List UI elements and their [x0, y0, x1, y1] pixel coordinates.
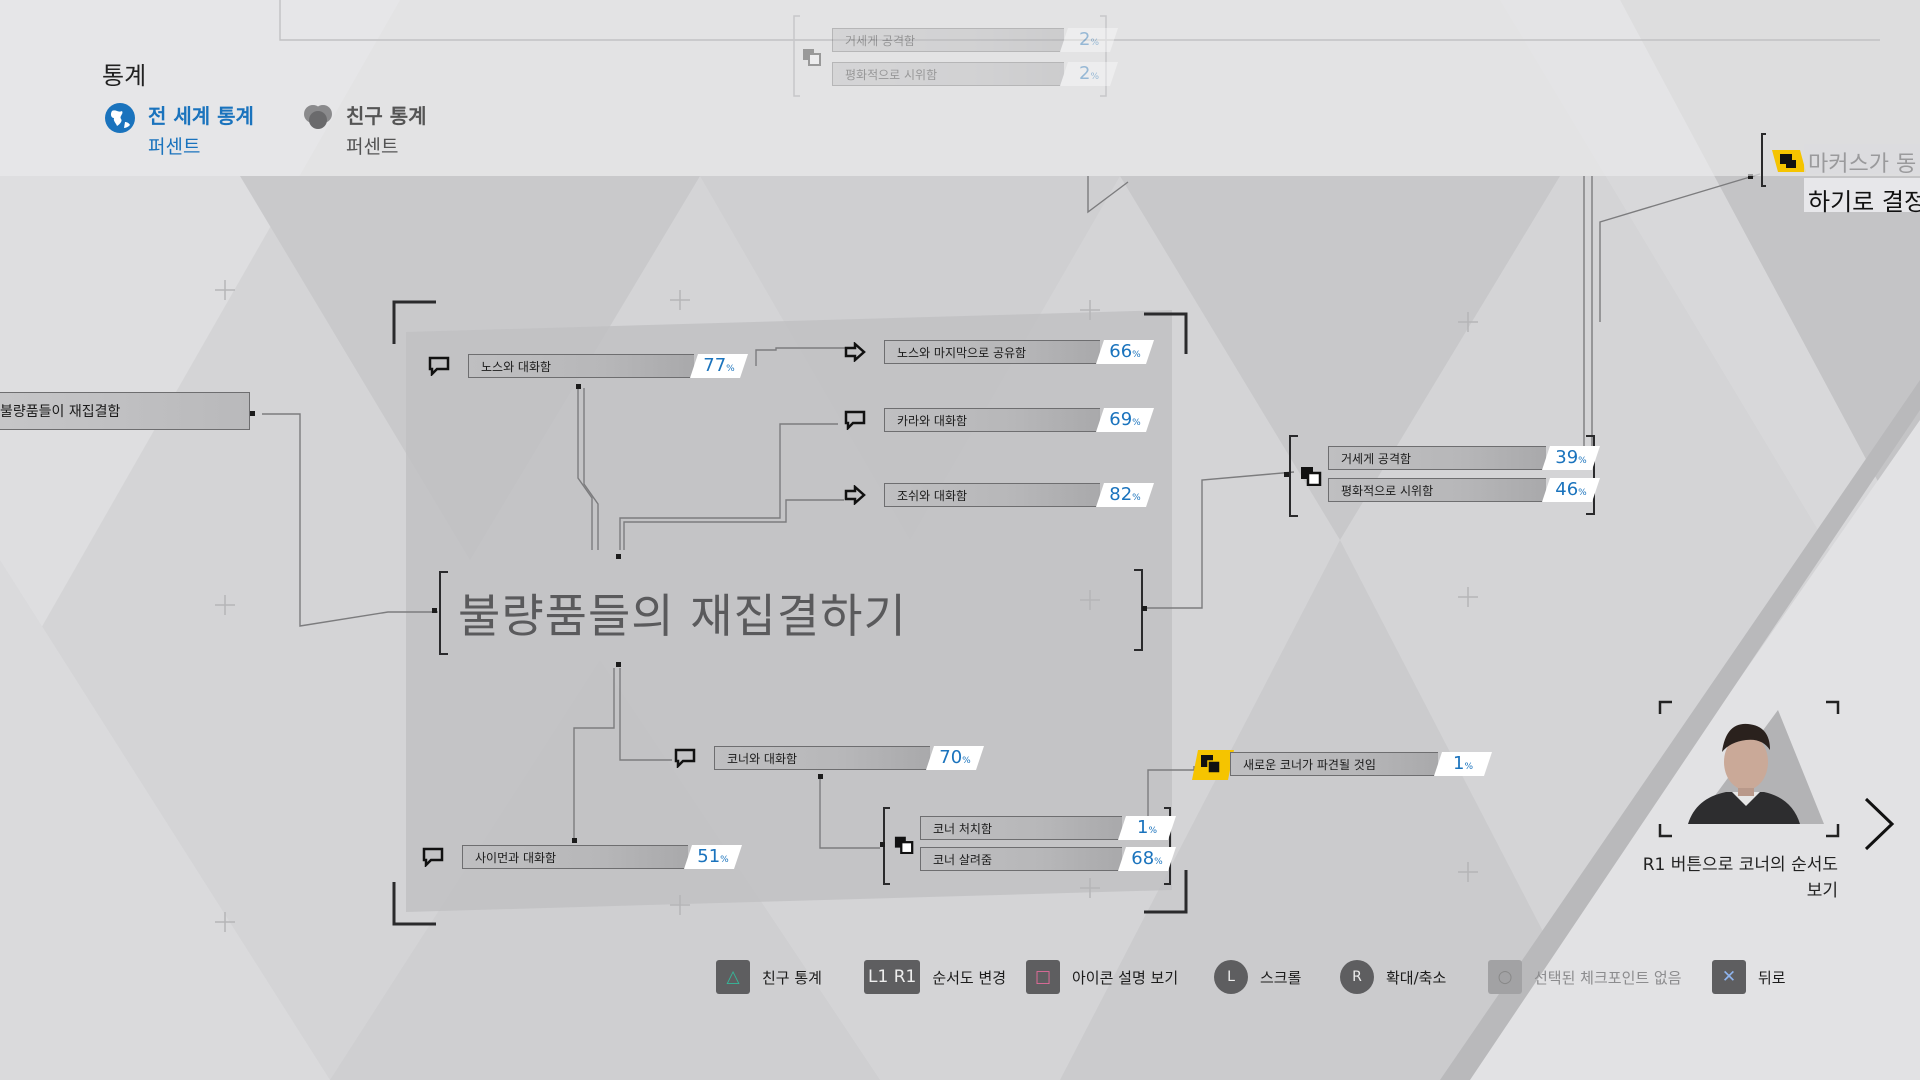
- tab-friends-stats-label: 친구 통계: [346, 104, 427, 128]
- friends-stats-prompt[interactable]: △ 친구 통계: [716, 960, 822, 994]
- friends-icon: [304, 105, 332, 129]
- connor-portrait: [1658, 700, 1840, 838]
- button-prompts-bar: △ 친구 통계 L1 R1 순서도 변경 □ 아이콘 설명 보기 L 스크롤 R…: [0, 960, 1920, 1010]
- previous-chapter-node[interactable]: 불량품들이 재집결함: [0, 392, 250, 430]
- tab-global-stats[interactable]: 전 세계 통계 퍼센트: [104, 100, 254, 159]
- left-stick-icon: L: [1214, 960, 1248, 994]
- portrait-caption: R1 버튼으로 코너의 순서도 보기: [1620, 852, 1838, 904]
- node-percent: 51%: [684, 845, 742, 869]
- node-percent: 2%: [1060, 62, 1118, 86]
- faded-node-protest[interactable]: 평화적으로 시위함 2%: [832, 62, 1118, 88]
- node-talk-simon[interactable]: 사이먼과 대화함 51%: [422, 845, 742, 871]
- locked-decision-icon: [1192, 750, 1234, 780]
- prompt-label: 확대/축소: [1386, 968, 1447, 987]
- square-button-icon: □: [1026, 960, 1060, 994]
- node-percent: 66%: [1096, 340, 1154, 364]
- chapter-title: 불량품들의 재집결하기: [458, 589, 907, 643]
- cross-button-icon: ✕: [1712, 960, 1746, 994]
- zoom-prompt[interactable]: R 확대/축소: [1340, 960, 1446, 994]
- node-percent: 2%: [1060, 28, 1118, 52]
- checkpoint-prompt: ○ 선택된 체크포인트 없음: [1488, 960, 1682, 994]
- node-label: 코너와 대화함: [714, 746, 930, 770]
- node-attack-violent[interactable]: 거세게 공격함 39%: [1328, 446, 1600, 472]
- node-label: 거세게 공격함: [832, 28, 1064, 52]
- prompt-label: 순서도 변경: [932, 968, 1007, 987]
- speech-bubble-icon: [844, 410, 866, 430]
- node-talk-north[interactable]: 노스와 대화함 77%: [428, 354, 748, 380]
- node-label: 조쉬와 대화함: [884, 483, 1100, 507]
- node-label: 노스와 대화함: [468, 354, 694, 378]
- prompt-label: 친구 통계: [762, 968, 822, 987]
- node-percent: 1%: [1434, 752, 1492, 776]
- node-talk-josh[interactable]: 조쉬와 대화함 82%: [844, 483, 1154, 509]
- node-connor-spared[interactable]: 코너 살려줌 68%: [920, 847, 1176, 873]
- node-talk-kara[interactable]: 카라와 대화함 69%: [844, 408, 1154, 434]
- locked-decision-icon: [1761, 133, 1806, 187]
- node-label: 노스와 마지막으로 공유함: [884, 340, 1100, 364]
- chevron-right-icon[interactable]: [1862, 796, 1896, 852]
- arrow-right-icon: [844, 485, 866, 505]
- faded-node-attack[interactable]: 거세게 공격함 2%: [832, 28, 1118, 54]
- node-percent: 70%: [926, 746, 984, 770]
- prompt-label: 선택된 체크포인트 없음: [1534, 968, 1682, 987]
- right-stick-icon: R: [1340, 960, 1374, 994]
- node-label: 코너 살려줌: [920, 847, 1122, 871]
- node-protest-peaceful[interactable]: 평화적으로 시위함 46%: [1328, 478, 1600, 504]
- next-chapter-faded-label: 마커스가 동: [1808, 152, 1917, 177]
- node-percent: 68%: [1118, 847, 1176, 871]
- tab-friends-stats-sub: 퍼센트: [346, 136, 399, 158]
- prompt-label: 뒤로: [1758, 968, 1786, 987]
- icon-legend-prompt[interactable]: □ 아이콘 설명 보기: [1026, 960, 1178, 994]
- character-flowchart-switch[interactable]: [1658, 700, 1840, 838]
- tab-global-stats-sub: 퍼센트: [148, 136, 201, 158]
- speech-bubble-icon: [428, 356, 450, 376]
- circle-button-icon: ○: [1488, 960, 1522, 994]
- decision-icon: [803, 49, 821, 66]
- prompt-label: 아이콘 설명 보기: [1072, 968, 1179, 987]
- next-chapter-card[interactable]: 마커스가 동 하기로 결정: [1761, 133, 1920, 216]
- tab-global-stats-label: 전 세계 통계: [148, 104, 254, 128]
- shoulder-buttons-icon: L1 R1: [864, 960, 921, 994]
- node-percent: 39%: [1542, 446, 1600, 470]
- globe-icon: [105, 103, 135, 133]
- decision-icon: [1301, 467, 1322, 486]
- speech-bubble-icon: [422, 847, 444, 867]
- change-flowchart-prompt[interactable]: L1 R1 순서도 변경: [864, 960, 1006, 994]
- scroll-prompt[interactable]: L 스크롤: [1214, 960, 1301, 994]
- node-label: 새로운 코너가 파견될 것임: [1230, 752, 1438, 776]
- node-percent: 69%: [1096, 408, 1154, 432]
- next-chapter-label: 하기로 결정: [1808, 188, 1920, 216]
- node-label: 평화적으로 시위함: [1328, 478, 1546, 502]
- node-connor-killed[interactable]: 코너 처치함 1%: [920, 816, 1176, 842]
- node-percent: 1%: [1118, 816, 1176, 840]
- speech-bubble-icon: [674, 748, 696, 768]
- decision-icon: [894, 836, 914, 854]
- arrow-right-icon: [844, 342, 866, 362]
- node-label: 거세게 공격함: [1328, 446, 1546, 470]
- node-percent: 77%: [690, 354, 748, 378]
- node-percent: 82%: [1096, 483, 1154, 507]
- prompt-label: 스크롤: [1260, 968, 1302, 987]
- previous-chapter-label: 불량품들이 재집결함: [0, 404, 121, 420]
- portrait-caption-line1: R1 버튼으로 코너의 순서도: [1642, 855, 1838, 875]
- page-title: 통계: [102, 62, 147, 90]
- node-share-last-north[interactable]: 노스와 마지막으로 공유함 66%: [844, 340, 1154, 366]
- node-label: 카라와 대화함: [884, 408, 1100, 432]
- node-label: 코너 처치함: [920, 816, 1122, 840]
- triangle-button-icon: △: [716, 960, 750, 994]
- node-label: 평화적으로 시위함: [832, 62, 1064, 86]
- tab-friends-stats[interactable]: 친구 통계 퍼센트: [302, 100, 427, 159]
- node-label: 사이먼과 대화함: [462, 845, 688, 869]
- header-bar: [0, 0, 1920, 176]
- node-talk-connor[interactable]: 코너와 대화함 70%: [674, 746, 984, 772]
- portrait-caption-line2: 보기: [1806, 881, 1838, 901]
- node-new-connor[interactable]: 새로운 코너가 파견될 것임 1%: [1230, 752, 1492, 778]
- node-percent: 46%: [1542, 478, 1600, 502]
- back-prompt[interactable]: ✕ 뒤로: [1712, 960, 1786, 994]
